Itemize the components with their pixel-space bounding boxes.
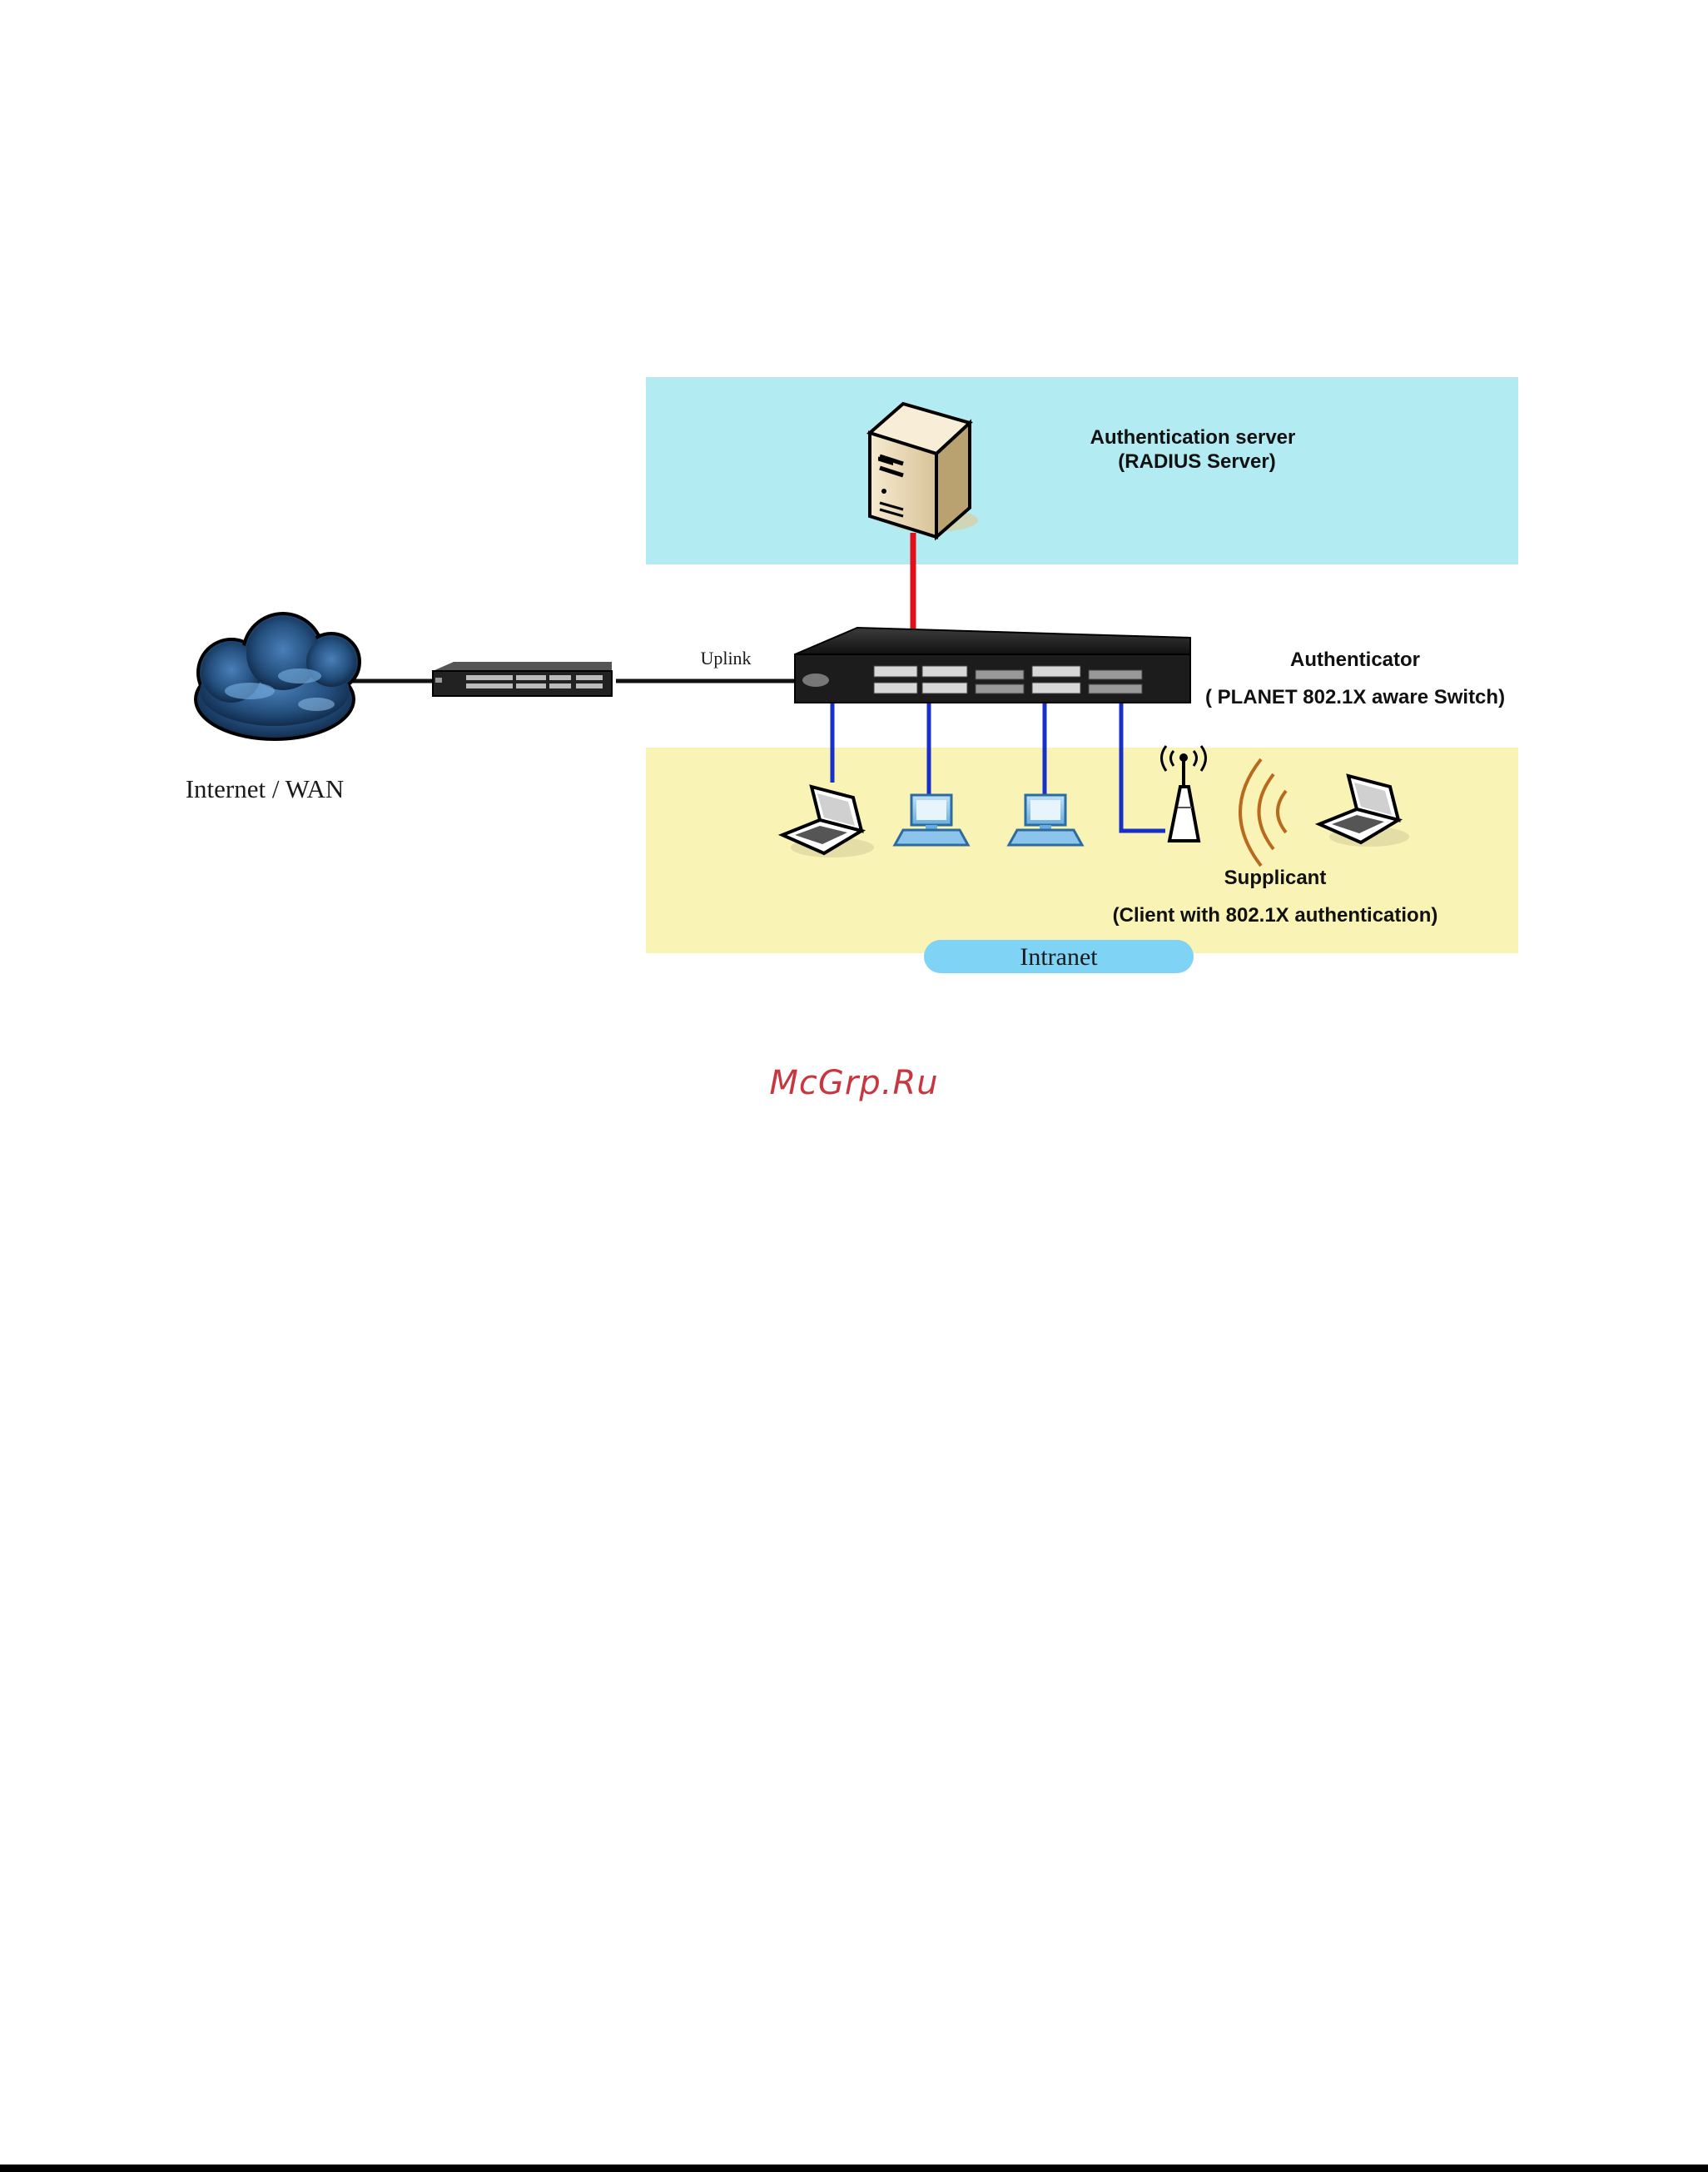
uplink-label: Uplink <box>700 648 751 668</box>
supplicant-label: Supplicant <box>1224 867 1327 889</box>
internet-label: Internet / WAN <box>186 774 345 803</box>
auth-server-sublabel: (RADIUS Server) <box>1118 450 1275 473</box>
cloud-icon <box>196 614 360 739</box>
server-icon <box>870 404 978 537</box>
watermark: McGrp.Ru <box>0 1064 1708 1102</box>
switch-icon <box>795 628 1190 703</box>
authenticator-sublabel: ( PLANET 802.1X aware Switch) <box>1205 686 1505 708</box>
auth-server-label: Authentication server <box>1090 426 1296 449</box>
page-bottom-border <box>0 2165 1708 2172</box>
supplicant-sublabel: (Client with 802.1X authentication) <box>1113 904 1438 927</box>
intranet-label: Intranet <box>1020 943 1098 971</box>
auth-server-zone <box>646 377 1518 564</box>
authenticator-label: Authenticator <box>1290 649 1420 671</box>
switch-icon <box>433 662 612 696</box>
